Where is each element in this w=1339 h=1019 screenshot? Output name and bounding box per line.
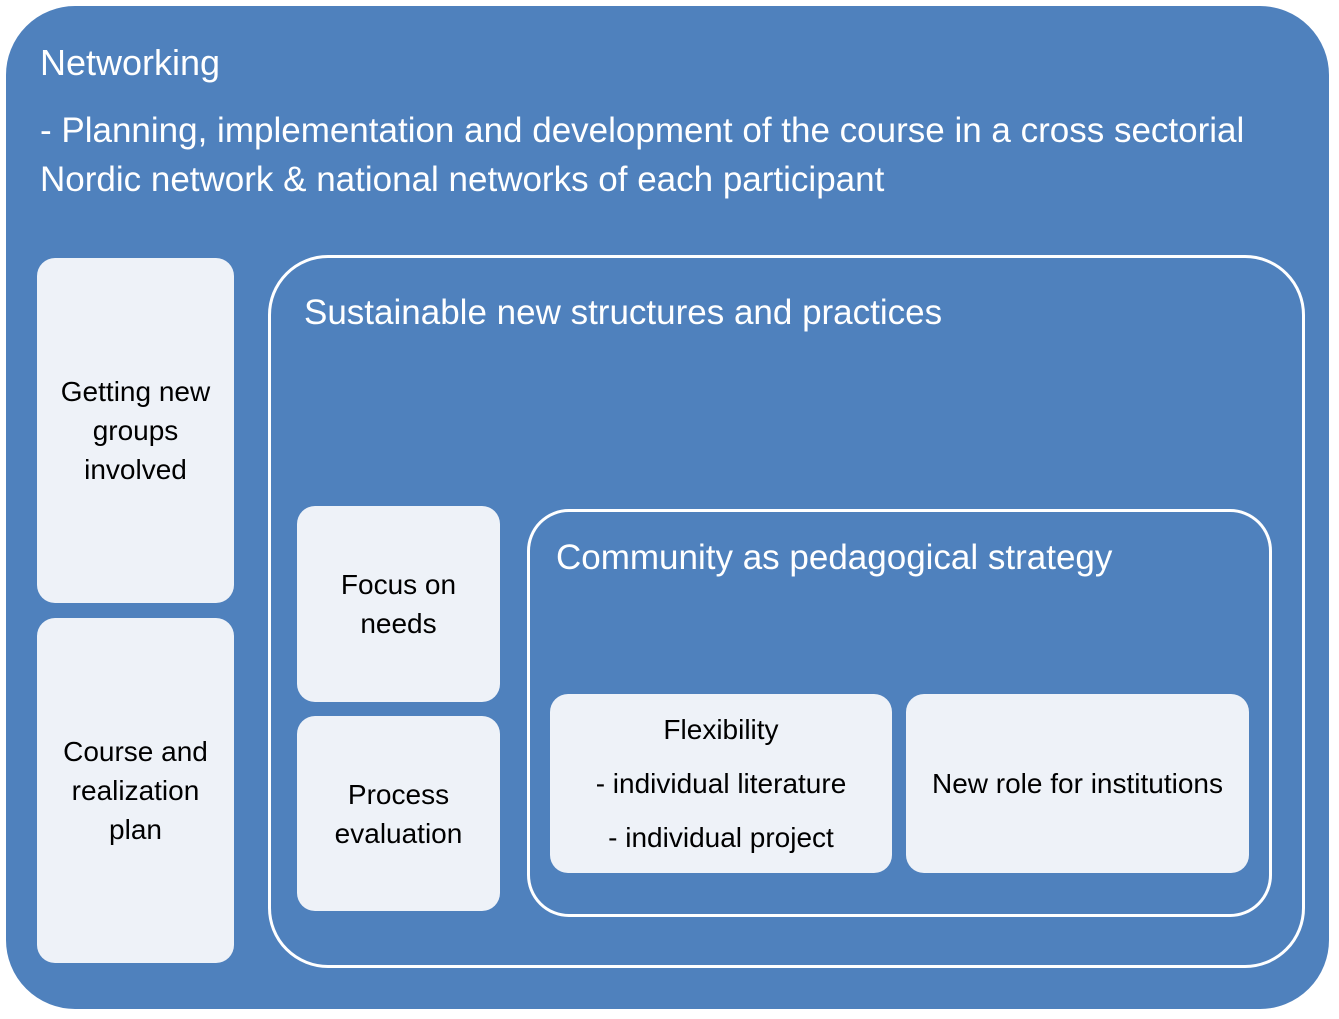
community-frame [527,509,1272,917]
focus-on-needs-box: Focus on needs [297,506,500,702]
new-role-box: New role for institutions [906,694,1249,873]
process-evaluation-box: Process evaluation [297,716,500,911]
flexibility-box: Flexibility - individual literature - in… [550,694,892,873]
community-title: Community as pedagogical strategy [556,538,1113,577]
flexibility-item: - individual project [608,822,834,853]
getting-new-groups-label: Getting new groups involved [60,376,211,485]
flexibility-heading: Flexibility [663,714,779,745]
course-plan-box: Course and realization plan [37,618,234,963]
networking-description: - Planning, implementation and developme… [40,111,1245,199]
focus-on-needs-label: Focus on needs [340,569,457,639]
getting-new-groups-box: Getting new groups involved [37,258,234,603]
sustainable-structures-frame [268,255,1305,968]
networking-title: Networking [40,42,221,83]
flexibility-item: - individual literature [595,768,847,799]
process-evaluation-label: Process evaluation [334,778,463,849]
sustainable-structures-title: Sustainable new structures and practices [304,293,943,332]
course-plan-label: Course and realization plan [63,736,208,845]
new-role-label: New role for institutions [931,768,1223,799]
